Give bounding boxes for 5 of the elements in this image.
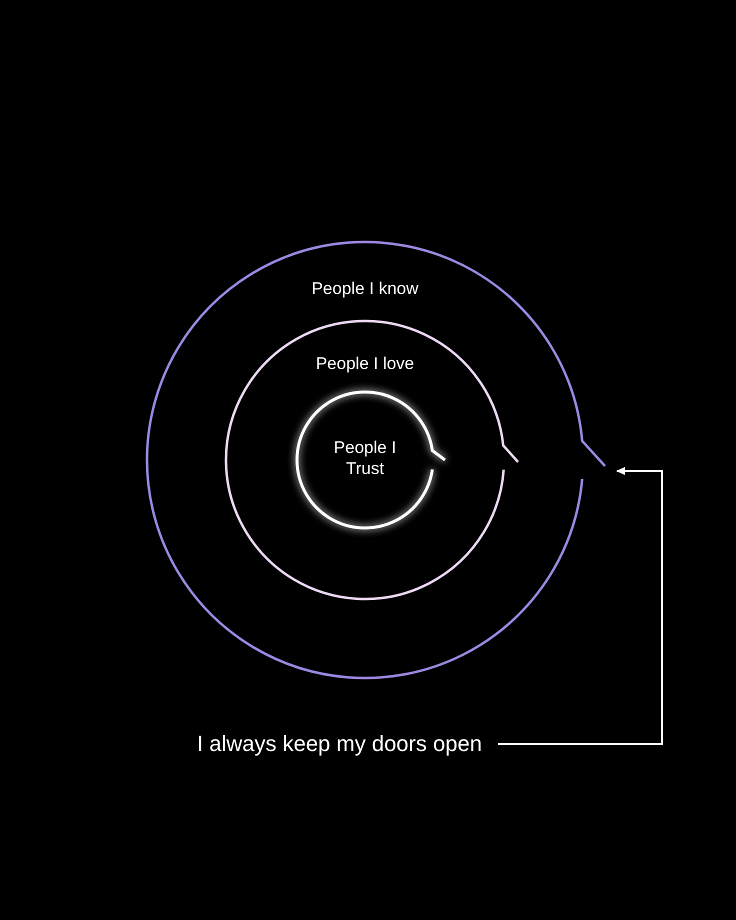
group-label: People I love xyxy=(314,353,416,374)
group-label: People I know xyxy=(310,278,420,299)
caption-text: I always keep my doors open xyxy=(197,731,482,757)
group-label: People I Trust xyxy=(332,437,398,479)
arrow xyxy=(498,467,663,745)
